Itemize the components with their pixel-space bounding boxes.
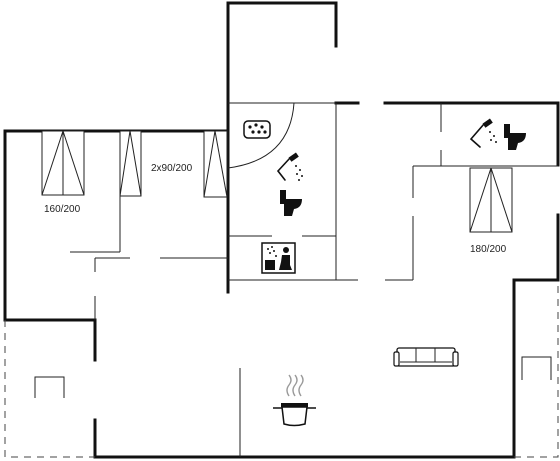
toilet-icon: [280, 190, 302, 216]
cooking-pot-icon: [273, 374, 316, 427]
bed-icon: [469, 167, 513, 233]
terrace-outlines: [4, 280, 559, 458]
bed-label-bunk: 2x90/200: [151, 163, 193, 174]
bed-icon: [41, 130, 85, 196]
exterior-walls: [3, 1, 560, 459]
shower-icon: [276, 152, 303, 181]
chair-icon: [34, 376, 65, 398]
interior-walls: [70, 102, 558, 457]
jacuzzi-icon: [243, 120, 271, 139]
bed-label-right: 180/200: [470, 244, 507, 255]
bed-icon: [119, 130, 142, 197]
bed-label-left: 160/200: [44, 204, 81, 215]
toilet-icon: [504, 124, 526, 150]
door-swing: [227, 102, 295, 169]
bed-icon: [203, 130, 228, 198]
sofa-icon: [393, 347, 459, 367]
shower-icon: [469, 118, 497, 148]
sauna-icon: [261, 242, 296, 274]
chair-icon: [521, 356, 552, 380]
